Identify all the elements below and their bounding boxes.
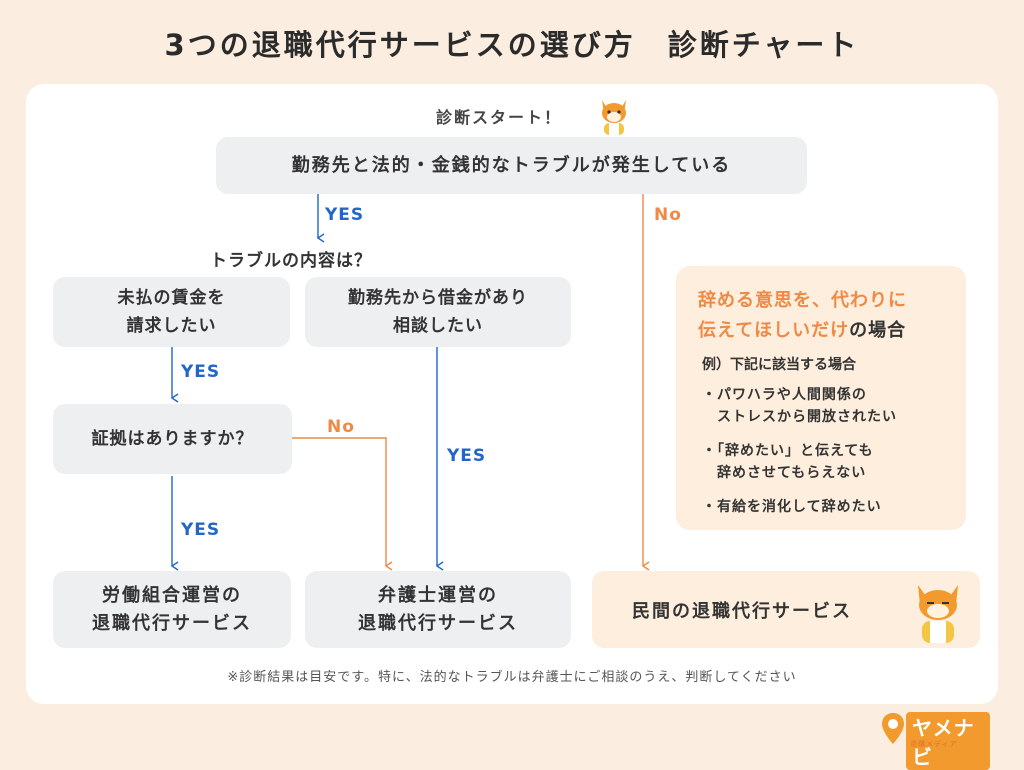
page-title: 3つの退職代行サービスの選び方 診断チャート [164,28,860,62]
list-item: ・パワハラや人間関係の ストレスから開放されたい [702,387,897,425]
footnote: ※診断結果は目安です。特に、法的なトラブルは弁護士にご相談のうえ、判断してくださ… [227,670,797,685]
note-subtitle: 例）下記に該当する場合 [702,357,856,373]
no-label-root: No [654,205,682,225]
yes-label-evidence: YES [181,520,221,540]
result-union-box: 労働組合運営の 退職代行サービス [53,571,291,648]
start-label: 診断スタート！ [436,108,563,127]
note-title-highlight: 辞める意思を、代わりに 伝えてほしいだけ [698,290,907,341]
note-box: 辞める意思を、代わりに 伝えてほしいだけの場合 例）下記に該当する場合 ・パワハ… [676,266,966,530]
fox-mascot-smirk-icon [918,585,958,643]
note-title: 辞める意思を、代わりに 伝えてほしいだけの場合 [698,286,907,346]
option-unpaid-box: 未払の賃金を 請求したい [53,277,290,347]
logo: ヤメナビ 退職メディア [880,710,990,770]
result-private-box: 民間の退職代行サービス [592,571,980,648]
evidence-question-box: 証拠はありますか？ [53,404,292,474]
no-label-evidence: No [327,417,355,437]
note-title-suffix: の場合 [849,320,907,341]
result-private-label: 民間の退職代行サービス [632,600,852,622]
root-question-box: 勤務先と法的・金銭的なトラブルが発生している [216,137,807,194]
result-lawyer-box: 弁護士運営の 退職代行サービス [305,571,571,648]
fox-mascot-icon [602,100,626,135]
yes-label-root: YES [325,205,365,225]
yes-label-debt: YES [447,446,487,466]
list-item: ・「辞めたい」と伝えても 辞めさせてもらえない [702,443,874,481]
map-pin-logo-icon [882,713,904,744]
yes-label-unpaid: YES [181,362,221,382]
note-list: ・パワハラや人間関係の ストレスから開放されたい ・「辞めたい」と伝えても 辞め… [702,384,897,530]
arrow-evidence-no [292,437,393,571]
trouble-question: トラブルの内容は？ [210,251,372,271]
logo-tagline: 退職メディア [910,740,958,748]
list-item: ・有給を消化して辞めたい [702,499,882,515]
option-debt-box: 勤務先から借金があり 相談したい [305,277,571,347]
